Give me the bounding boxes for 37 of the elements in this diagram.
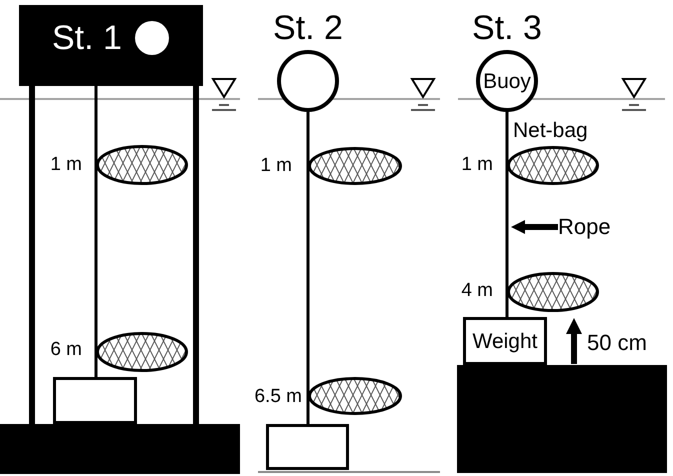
- net-bag: [507, 146, 599, 185]
- depth-label: 6 m: [50, 340, 82, 360]
- depth-label: 1 m: [50, 155, 82, 175]
- weight-block: [53, 377, 137, 424]
- rope: [306, 112, 310, 166]
- part-label: Net-bag: [513, 119, 588, 143]
- station-label: St. 2: [273, 10, 343, 46]
- depth-label: 4 m: [461, 281, 493, 301]
- buoy: Buoy: [476, 50, 538, 112]
- arrow: [511, 220, 558, 234]
- seabed-block: [457, 365, 667, 473]
- net-bag: [507, 272, 599, 312]
- rope: [306, 396, 310, 424]
- rope: [94, 352, 98, 377]
- dimension-label: 50 cm: [587, 331, 647, 355]
- rope: [506, 112, 508, 166]
- weight-block: [266, 424, 349, 470]
- seabed-block: [0, 424, 240, 474]
- net-bag: [308, 147, 402, 185]
- pier-pile: [29, 86, 35, 424]
- rope: [306, 166, 310, 396]
- depth-label: 1 m: [260, 156, 292, 176]
- pier-pile: [193, 86, 199, 424]
- pier-deck: [19, 5, 203, 86]
- weight-block: Weight: [463, 317, 547, 365]
- rope: [94, 86, 98, 165]
- station-label: St. 1: [52, 20, 122, 54]
- depth-label: 1 m: [461, 155, 493, 175]
- net-bag: [96, 145, 188, 185]
- rope: [94, 165, 98, 352]
- rope: [506, 292, 508, 317]
- rope-label: Rope: [558, 214, 611, 240]
- station-label: St. 3: [472, 10, 542, 46]
- depth-label: 6.5 m: [254, 387, 302, 407]
- net-bag: [96, 332, 188, 372]
- rope: [506, 166, 508, 292]
- net-bag: [308, 377, 402, 415]
